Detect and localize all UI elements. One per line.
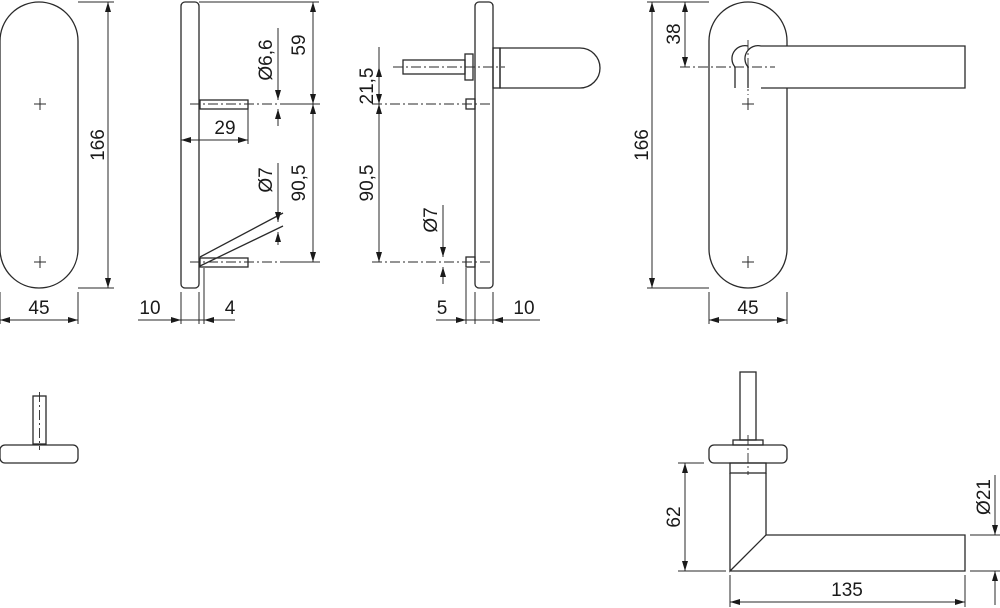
dim-grip-dia: Ø21	[974, 479, 995, 515]
dim-top-to-hole: 59	[289, 34, 310, 55]
dim-height: 166	[88, 129, 109, 161]
blank-plate-top-view	[0, 392, 79, 464]
lever-front-view: 38 166 45	[632, 1, 966, 324]
dim-hole-dia-bottom: Ø7	[256, 167, 277, 192]
dim-hole-spacing: 90,5	[289, 165, 310, 202]
dim-hole-dia: Ø7	[421, 207, 442, 232]
plate-outline	[0, 1, 79, 289]
dim-spindle-from-top: 38	[664, 23, 685, 44]
front-plate-view: 166 45	[0, 1, 114, 324]
dim-pin-offset: 4	[225, 298, 236, 319]
lever-arm	[744, 44, 966, 89]
spindle	[739, 371, 757, 441]
side-plate-view: 59 90,5 Ø6,6 Ø7 29 10 4	[138, 1, 320, 324]
pin-bottom	[199, 257, 249, 268]
dim-hole-dia-top: Ø6,6	[256, 39, 277, 80]
lever-side-view: 21,5 90,5 Ø7 5 10	[357, 1, 601, 324]
dim-projection: 62	[664, 506, 685, 527]
dim-plate-thickness: 10	[513, 298, 534, 319]
dim-height: 166	[632, 129, 653, 161]
lever-top-view: 62 135 Ø21	[664, 371, 1000, 607]
dim-pin-length: 29	[214, 118, 235, 139]
dim-pin-offset: 5	[437, 298, 448, 319]
dim-plate-thickness: 10	[139, 298, 160, 319]
screw-cross-icon	[742, 98, 754, 268]
dim-spindle-offset: 21,5	[357, 68, 378, 105]
dim-width: 45	[737, 298, 758, 319]
dim-width: 45	[28, 298, 49, 319]
pin-top	[199, 99, 249, 110]
dim-length: 135	[831, 580, 863, 601]
lever-arm	[729, 473, 966, 573]
dim-hole-spacing: 90,5	[357, 165, 378, 202]
lever-grip	[499, 47, 601, 89]
screw-cross-icon	[34, 98, 46, 268]
